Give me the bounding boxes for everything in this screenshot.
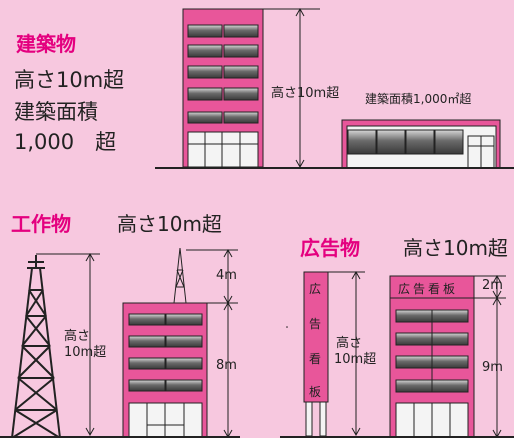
wide-building-area-label: 建築面積1,000㎡超	[365, 92, 472, 106]
height-dimension-line-1	[263, 7, 320, 169]
building-criteria-area-label: 建築面積	[14, 100, 98, 124]
pole-sign-height-label-line1: 高さ	[336, 336, 363, 351]
pole-sign-height-dimension	[328, 270, 365, 437]
roof-sign-text: 広告看板	[398, 282, 459, 296]
roof-sign-height-dimension	[474, 274, 506, 438]
advertisement-criteria: 高さ10m超	[403, 236, 508, 260]
pole-sign-char-4: 板	[309, 385, 322, 399]
heading-advertisement: 広告物	[300, 236, 360, 260]
roof-sign-height-label: 2m	[482, 278, 503, 293]
building-with-roof-sign	[389, 297, 475, 438]
pole-sign-height-label-line2: 10m超	[334, 352, 377, 367]
pole-sign-char-1: 広	[309, 282, 322, 296]
structure-criteria: 高さ10m超	[117, 212, 222, 236]
tall-building-height-label: 高さ10m超	[271, 86, 340, 101]
building-with-antenna	[122, 302, 208, 438]
lattice-tower	[11, 255, 61, 438]
building-criteria-area-value: 1,000 超	[14, 130, 117, 154]
antenna-height-label: 4m	[216, 268, 237, 283]
antenna	[173, 247, 187, 304]
building-criteria-height: 高さ10m超	[14, 68, 125, 92]
tower-height-dimension	[36, 252, 100, 437]
building-height-label: 8m	[216, 358, 237, 373]
heading-building: 建築物	[16, 32, 76, 56]
tower-height-label-line2: 10m超	[64, 345, 107, 360]
roof-building-height-label: 9m	[482, 360, 503, 375]
heading-structure: 工作物	[11, 212, 71, 236]
pole-sign-char-2: 告	[309, 317, 322, 331]
antenna-height-dimension	[186, 248, 238, 438]
tower-height-label-line1: 高さ	[64, 329, 91, 344]
wide-building	[341, 119, 501, 169]
pole-sign	[303, 271, 329, 437]
tall-building	[182, 8, 264, 168]
pole-sign-char-3: 看	[309, 352, 322, 366]
stray-dot	[286, 326, 288, 328]
